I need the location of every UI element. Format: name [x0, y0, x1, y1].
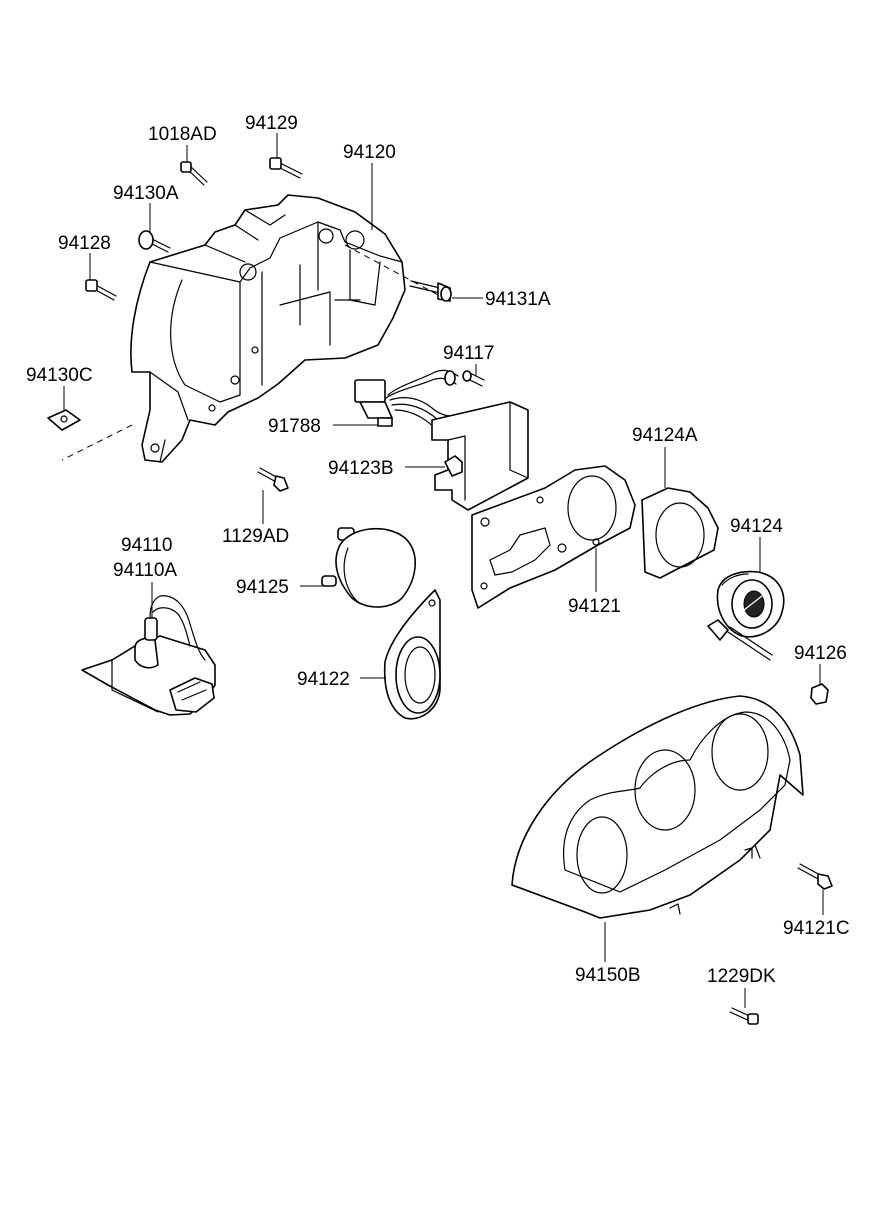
label-94124A: 94124A — [632, 425, 698, 446]
label-1018AD: 1018AD — [148, 124, 217, 145]
label-94110: 94110 — [121, 535, 172, 556]
gauge-cup-94122 — [383, 589, 441, 720]
label-94126: 94126 — [794, 643, 847, 664]
label-94129: 94129 — [245, 113, 298, 134]
label-94130A: 94130A — [113, 183, 179, 204]
ring-plate-94124A — [641, 487, 719, 579]
screw-94130A — [138, 230, 171, 253]
screw-1129AD — [257, 467, 289, 492]
label-91788: 91788 — [268, 416, 321, 437]
bolt-94131A — [409, 280, 452, 302]
label-94121: 94121 — [568, 596, 621, 617]
label-94120: 94120 — [343, 142, 396, 163]
screw-94121C — [797, 863, 833, 890]
label-94123B: 94123B — [328, 458, 394, 479]
clip-94130C — [47, 409, 81, 431]
label-94131A: 94131A — [485, 289, 551, 310]
label-94110A: 94110A — [113, 560, 177, 581]
label-94121C: 94121C — [783, 918, 850, 939]
screw-94128 — [85, 279, 117, 301]
label-94117: 94117 — [443, 343, 494, 364]
label-94125: 94125 — [236, 577, 289, 598]
leader-lines — [63, 133, 824, 1008]
label-94150B: 94150B — [575, 965, 641, 986]
label-94122: 94122 — [297, 669, 350, 690]
screw-1229DK — [729, 1007, 759, 1025]
lens-94125 — [321, 527, 416, 608]
screw-94129 — [269, 157, 303, 179]
plate-94121 — [471, 465, 636, 609]
cap-94126 — [810, 683, 829, 705]
switch-94110 — [81, 595, 216, 716]
cluster-cover-94150B — [511, 695, 804, 919]
screw-1018AD — [180, 161, 208, 186]
gauge-94124 — [707, 570, 785, 661]
label-94128: 94128 — [58, 233, 111, 254]
pcb-94123B — [431, 401, 529, 511]
label-1229DK: 1229DK — [707, 966, 776, 987]
bulb-94117 — [462, 370, 485, 387]
label-1129AD: 1129AD — [222, 526, 289, 547]
label-94130C: 94130C — [26, 365, 93, 386]
label-94124: 94124 — [730, 516, 783, 537]
housing-94120 — [130, 194, 406, 463]
